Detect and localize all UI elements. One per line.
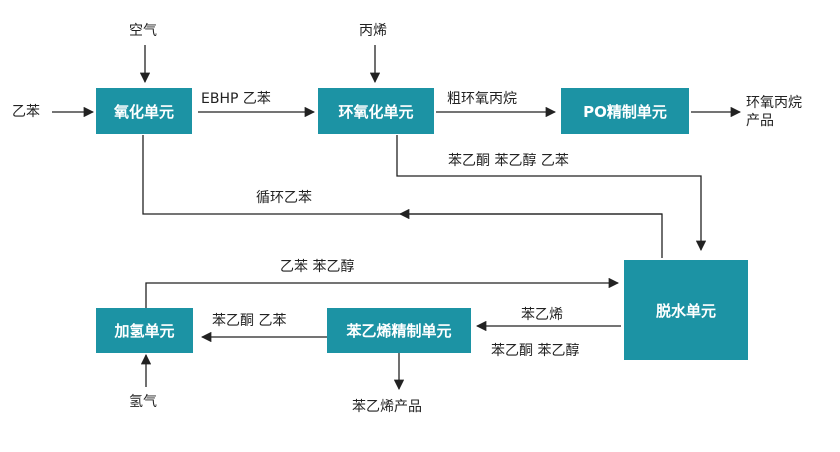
acetophenone-mixture-label: 苯乙酮 苯乙醇 乙苯 — [448, 153, 569, 169]
oxidation-unit: 氧化单元 — [96, 88, 192, 134]
hydrogenation-unit: 加氢单元 — [96, 308, 193, 353]
acetophenone-ethylbenzene-label: 苯乙酮 乙苯 — [212, 313, 287, 329]
arrow-hydrogenation-to-dehydration — [145, 277, 620, 308]
styrene-product-label: 苯乙烯产品 — [352, 399, 422, 415]
styrene-label: 苯乙烯 — [521, 307, 563, 323]
crude-po-label: 粗环氧丙烷 — [447, 91, 517, 107]
po-product-label: 环氧丙烷产品 — [746, 95, 802, 129]
air-label: 空气 — [129, 23, 157, 39]
arrow-epoxidation-to-dehydration — [396, 135, 707, 252]
ethylbenzene-feed-label: 乙苯 — [12, 104, 40, 120]
acetophenone-phenylethanol-label: 苯乙酮 苯乙醇 — [491, 343, 580, 359]
propylene-label: 丙烯 — [359, 23, 387, 39]
ebhp-ethylbenzene-label: EBHP 乙苯 — [201, 91, 271, 107]
ethylbenzene-phenylethanol-label: 乙苯 苯乙醇 — [280, 259, 355, 275]
epoxidation-unit: 环氧化单元 — [318, 88, 434, 134]
recycle-ethylbenzene-label: 循环乙苯 — [256, 190, 312, 206]
dehydration-unit: 脱水单元 — [624, 260, 748, 360]
arrow-recycle-ethylbenzene — [142, 135, 663, 258]
hydrogen-label: 氢气 — [129, 394, 157, 410]
po-refining-unit: PO精制单元 — [561, 88, 689, 134]
styrene-refining-unit: 苯乙烯精制单元 — [327, 308, 471, 353]
